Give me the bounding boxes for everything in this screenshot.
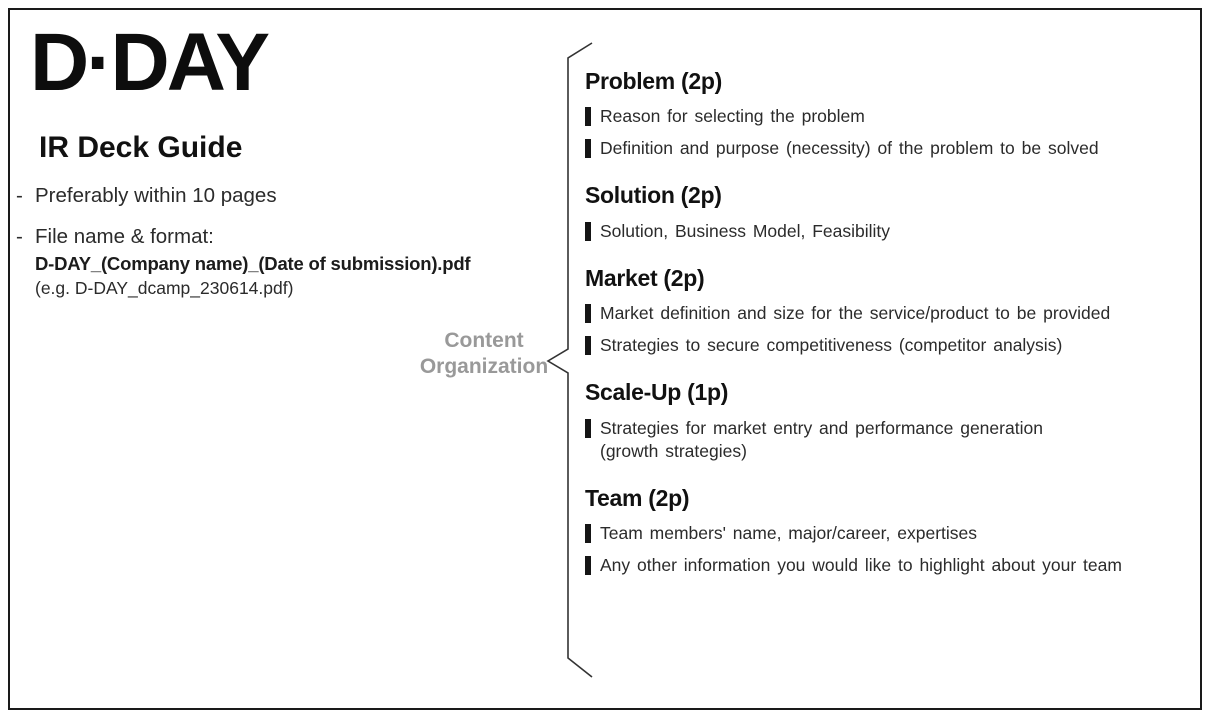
filename-format: D-DAY_(Company name)_(Date of submission… [35, 253, 471, 274]
bullet-item: Strategies to secure competitiveness (co… [585, 334, 1203, 357]
section-title: Scale-Up (1p) [585, 379, 729, 406]
note-pages-text: Preferably within 10 pages [35, 184, 277, 207]
sections: Problem (2p) Reason for selecting the pro… [585, 68, 1203, 599]
content-organization-label: Content Organization [419, 329, 549, 378]
dash-marker: - [16, 225, 23, 248]
note-filename-text: File name & format: [35, 225, 214, 248]
bullet-item: Market definition and size for the servi… [585, 302, 1203, 325]
bullet-item: Any other information you would like to … [585, 554, 1203, 577]
bullet-text: Market definition and size for the servi… [600, 303, 1111, 324]
bullet-text: Any other information you would like to … [600, 555, 1122, 576]
brace-icon [546, 42, 593, 678]
bullet-bar-icon [585, 221, 591, 241]
bullet-bar-icon [585, 304, 591, 324]
bullet-text: Team members' name, major/career, expert… [600, 523, 978, 544]
section-title: Solution (2p) [585, 182, 722, 209]
page-title: IR Deck Guide [39, 131, 243, 164]
bullet-item: Solution, Business Model, Feasibility [585, 220, 1203, 243]
dday-logo: D·DAY [30, 17, 270, 108]
bullet-text: Definition and purpose (necessity) of th… [600, 138, 1099, 159]
section-title: Problem (2p) [585, 68, 722, 94]
section-title: Market (2p) [585, 264, 705, 291]
section: Market (2p) Market definition and size fo… [585, 265, 1203, 357]
dash-marker: - [16, 184, 23, 207]
bullet-text: Reason for selecting the problem [600, 106, 865, 127]
section: Problem (2p) Reason for selecting the pro… [585, 68, 1203, 160]
bullet-item: Reason for selecting the problem [585, 105, 1203, 128]
bullet-bar-icon [585, 139, 591, 159]
bullet-bar-icon [585, 418, 591, 438]
bullet-bar-icon [585, 556, 591, 576]
bullet-text: Solution, Business Model, Feasibility [600, 220, 891, 241]
bullet-item: Strategies for market entry and performa… [585, 417, 1203, 463]
bullet-text: Strategies for market entry and performa… [600, 417, 1043, 461]
bullet-bar-icon [585, 336, 591, 356]
bullet-item: Definition and purpose (necessity) of th… [585, 137, 1203, 160]
bullet-item: Team members' name, major/career, expert… [585, 522, 1203, 545]
section-title: Team (2p) [585, 484, 690, 511]
section: Solution (2p) Solution, Business Model, F… [585, 182, 1203, 242]
note-pages: - Preferably within 10 pages [16, 184, 556, 208]
section: Team (2p) Team members' name, major/caree… [585, 485, 1203, 577]
bullet-text: Strategies to secure competitiveness (co… [600, 335, 1063, 356]
bullet-bar-icon [585, 524, 591, 544]
guide-notes: - Preferably within 10 pages - File name… [16, 184, 556, 316]
bullet-bar-icon [585, 107, 591, 127]
filename-example: (e.g. D-DAY_dcamp_230614.pdf) [35, 278, 294, 298]
note-filename: - File name & format: D-DAY_(Company nam… [16, 225, 556, 299]
section: Scale-Up (1p) Strategies for market entry… [585, 379, 1203, 462]
